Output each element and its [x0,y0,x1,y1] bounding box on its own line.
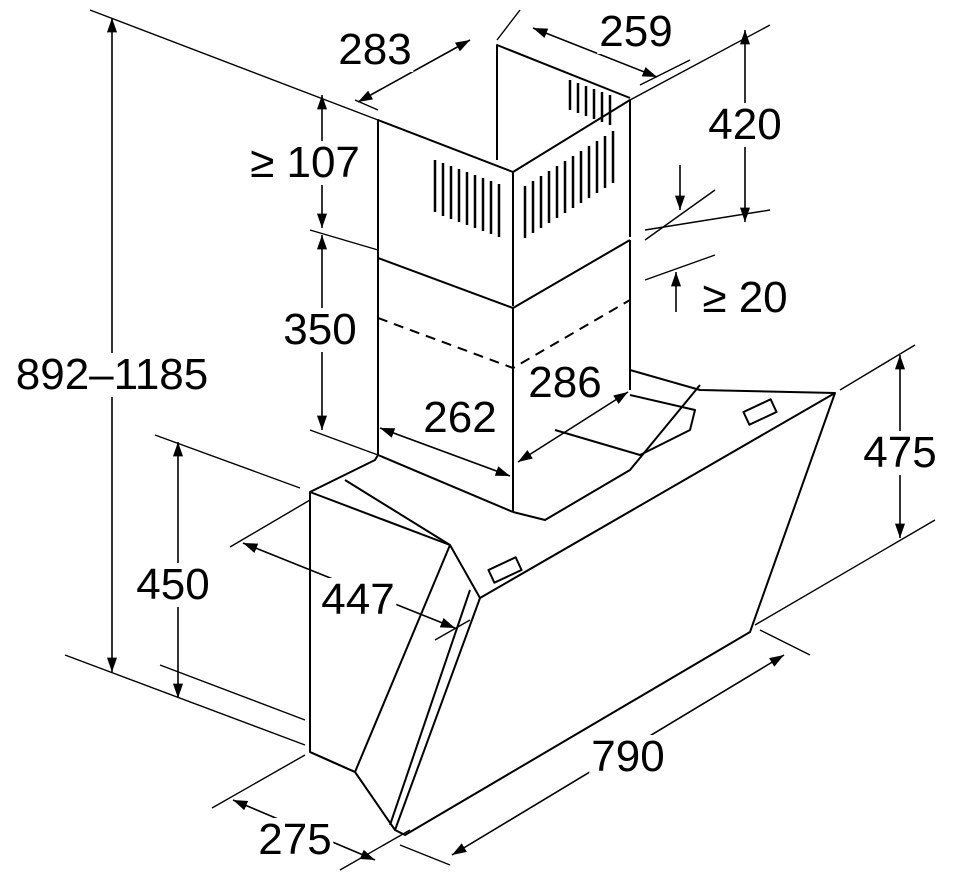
dim-upper-chimney-height: 420 [706,100,784,149]
dim-body-depth: 447 [319,575,397,624]
dim-lower-chimney-height: 350 [281,305,359,354]
dim-min-top-gap: ≥ 107 [248,138,362,187]
lower-chimney [377,239,631,513]
dim-total-height: 892–1185 [13,350,211,399]
dim-body-height: 450 [134,560,212,609]
dim-chimney-top-width: 283 [336,25,414,74]
dim-chimney-width: 262 [423,393,497,442]
dim-width: 790 [589,732,667,781]
dim-bottom-depth: 275 [256,815,334,864]
dim-chimney-depth: 286 [528,358,602,407]
dim-chimney-top-depth: 259 [597,7,675,56]
dim-glass-height: 475 [861,428,939,477]
extension-lines [64,9,936,871]
upper-chimney [377,44,631,306]
dim-min-overlap: ≥ 20 [700,273,790,322]
